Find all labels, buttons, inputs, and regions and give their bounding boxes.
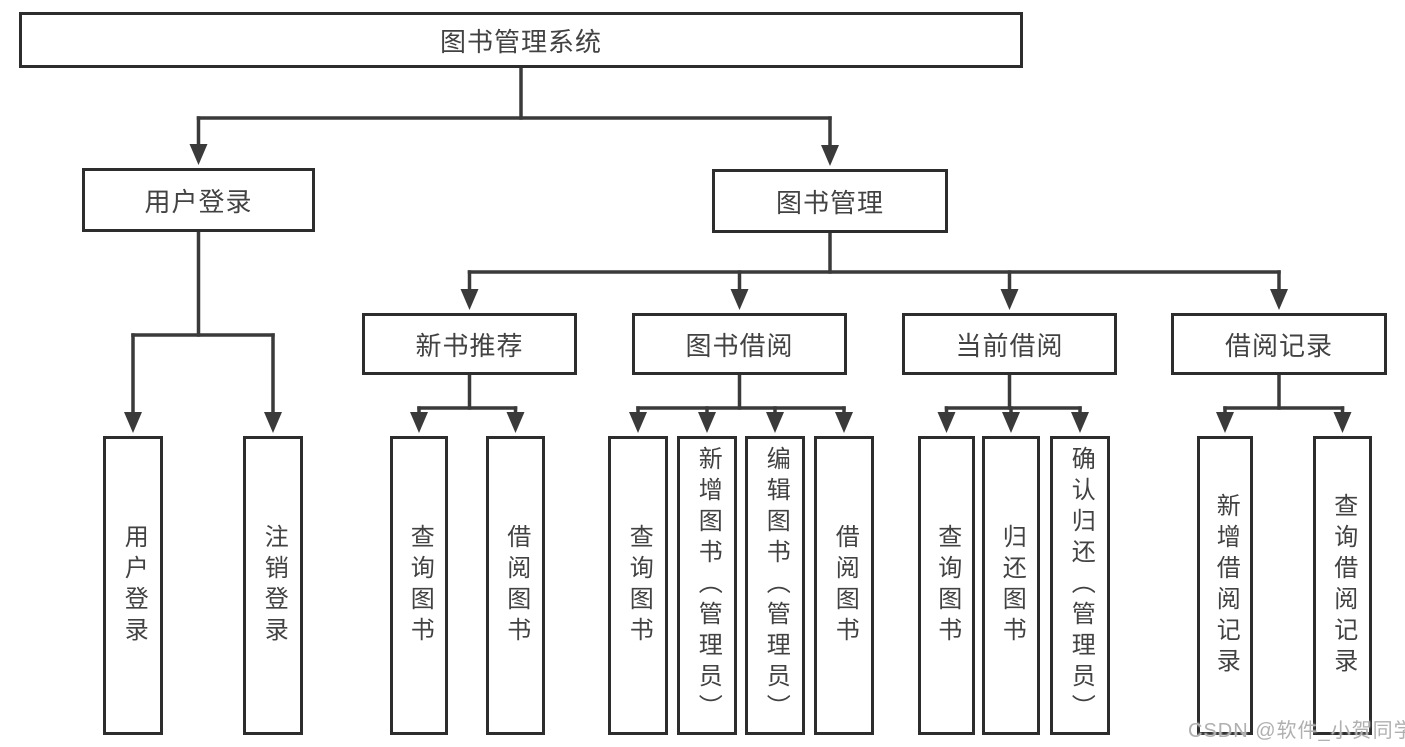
node-label: 查询图书 xyxy=(406,523,434,648)
node-current-borrow: 当前借阅 xyxy=(902,313,1117,375)
node-label: 查询图书 xyxy=(933,523,961,648)
node-label: 确认归还（管理员） xyxy=(1067,446,1095,725)
node-leaf-query-book-3: 查询图书 xyxy=(918,436,975,735)
node-root: 图书管理系统 xyxy=(19,12,1023,68)
node-label: 图书管理 xyxy=(775,187,884,218)
node-leaf-query-record: 查询借阅记录 xyxy=(1313,436,1372,735)
node-leaf-logout: 注销登录 xyxy=(243,436,303,735)
node-label: 借阅图书 xyxy=(502,523,530,648)
node-label: 图书借阅 xyxy=(685,330,794,361)
node-book-mgmt: 图书管理 xyxy=(712,169,948,233)
node-leaf-query-book-2: 查询图书 xyxy=(608,436,668,735)
node-leaf-edit-book: 编辑图书（管理员） xyxy=(745,436,805,735)
node-label: 查询借阅记录 xyxy=(1329,492,1357,679)
watermark: CSDN @软件_小贺同学 xyxy=(1188,720,1405,742)
node-label: 用户登录 xyxy=(120,523,148,648)
node-leaf-return-book: 归还图书 xyxy=(982,436,1040,735)
node-label: 编辑图书（管理员） xyxy=(762,446,790,725)
node-label: 查询图书 xyxy=(625,523,653,648)
node-label: 新增借阅记录 xyxy=(1212,492,1240,679)
node-label: 借阅图书 xyxy=(831,523,859,648)
node-user-login: 用户登录 xyxy=(82,168,315,232)
node-label: 新增图书（管理员） xyxy=(694,446,722,725)
node-leaf-borrow-book-2: 借阅图书 xyxy=(814,436,874,735)
node-label: 归还图书 xyxy=(998,523,1026,648)
node-borrow-records: 借阅记录 xyxy=(1171,313,1387,375)
node-label: 借阅记录 xyxy=(1224,330,1333,361)
node-label: 注销登录 xyxy=(260,523,288,648)
node-label: 新书推荐 xyxy=(415,330,524,361)
node-leaf-query-book-1: 查询图书 xyxy=(390,436,448,735)
node-leaf-add-book: 新增图书（管理员） xyxy=(677,436,737,735)
node-leaf-add-record: 新增借阅记录 xyxy=(1197,436,1253,735)
node-label: 用户登录 xyxy=(144,186,253,217)
node-leaf-confirm-return: 确认归还（管理员） xyxy=(1050,436,1110,735)
node-book-borrow: 图书借阅 xyxy=(632,313,847,375)
node-new-book-rec: 新书推荐 xyxy=(362,313,577,375)
node-leaf-borrow-book-1: 借阅图书 xyxy=(486,436,545,735)
node-label: 图书管理系统 xyxy=(439,26,602,57)
node-leaf-user-login: 用户登录 xyxy=(103,436,163,735)
node-label: 当前借阅 xyxy=(955,330,1064,361)
